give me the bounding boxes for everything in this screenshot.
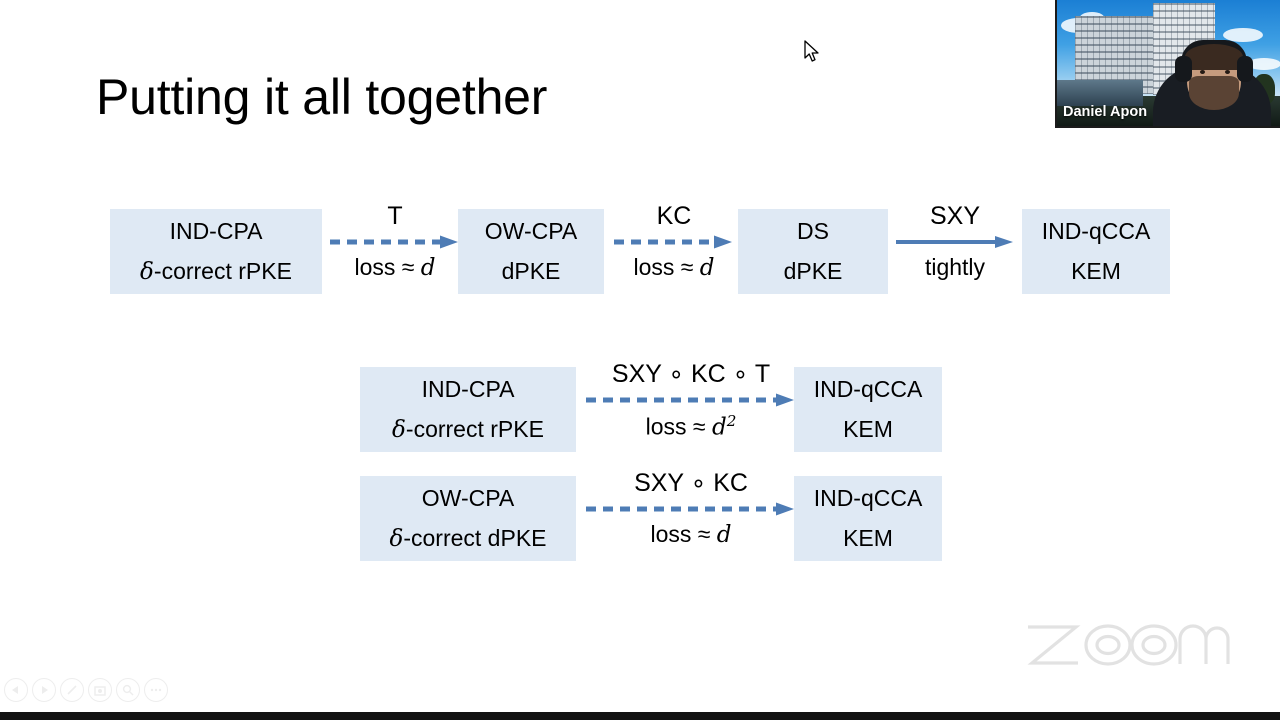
triangle-left-icon — [12, 686, 18, 694]
node-line-2: KEM — [843, 409, 893, 450]
next-slide-button[interactable] — [32, 678, 56, 702]
arrow-loss-var: d — [420, 255, 436, 281]
page-title: Putting it all together — [96, 69, 548, 125]
transform-arrow-group: SXY tightly — [896, 204, 1014, 280]
arrow-top-label: KC — [656, 202, 692, 230]
headphone-earcup-icon — [1175, 56, 1192, 82]
arrow-bottom-label: loss ≈ d — [633, 256, 714, 280]
dashed-arrow-icon — [614, 235, 732, 249]
node-line-1: DS — [797, 217, 829, 244]
arrow-loss-var: d — [711, 414, 727, 441]
node-box: IND-qCCA KEM — [794, 367, 942, 452]
dashed-arrow-icon — [586, 502, 794, 516]
node-line-1: IND-qCCA — [813, 375, 923, 402]
dashed-arrow-icon — [586, 393, 794, 407]
delta-symbol: δ — [389, 526, 404, 552]
node-line-1: IND-qCCA — [1041, 217, 1151, 244]
transform-arrow-group: SXY ∘ KC loss ≈ d — [586, 471, 796, 547]
pen-icon — [67, 685, 77, 695]
node-line-2: KEM — [1071, 251, 1121, 292]
more-options-button[interactable] — [144, 678, 168, 702]
search-icon — [122, 684, 134, 696]
node-box: OW-CPA δ-correct dPKE — [360, 476, 576, 561]
node-line-1: IND-CPA — [421, 375, 515, 402]
node-line-2: KEM — [843, 518, 893, 559]
arrow-top-label: T — [387, 202, 403, 230]
transform-arrow-group: T loss ≈ d — [330, 204, 460, 280]
participant-name-label: Daniel Apon — [1063, 104, 1148, 120]
presenter-eye — [1200, 70, 1205, 74]
delta-symbol: δ — [392, 417, 406, 443]
arrow-bottom-label: tightly — [925, 256, 985, 280]
node-line-1: OW-CPA — [484, 217, 578, 244]
node-line-2: δ-correct rPKE — [392, 409, 544, 450]
ellipsis-icon — [150, 688, 162, 692]
node-line-2-text: -correct rPKE — [153, 258, 292, 284]
presenter-hair — [1185, 44, 1243, 70]
node-line-1: IND-CPA — [169, 217, 263, 244]
node-box: IND-qCCA KEM — [794, 476, 942, 561]
presenter-eye — [1225, 70, 1230, 74]
annotation-toolbar[interactable] — [4, 678, 168, 702]
arrow-loss-var: d — [699, 255, 715, 281]
node-line-1: IND-qCCA — [813, 484, 923, 511]
node-line-2: δ-correct rPKE — [140, 251, 292, 292]
node-box: DS dPKE — [738, 209, 888, 294]
node-line-2: δ-correct dPKE — [389, 518, 546, 559]
arrow-top-label: SXY ∘ KC ∘ T — [611, 360, 771, 388]
arrow-bottom-label: loss ≈ d2 — [645, 412, 737, 441]
triangle-right-icon — [42, 686, 48, 694]
screenshot-button[interactable] — [88, 678, 112, 702]
arrow-top-label: SXY ∘ KC — [634, 469, 748, 497]
presenter-video-tile[interactable]: Daniel Apon — [1055, 0, 1280, 128]
magnify-button[interactable] — [116, 678, 140, 702]
glass-facade-shape — [1057, 80, 1143, 106]
node-line-2-text: dPKE — [783, 258, 843, 284]
node-line-2-text: dPKE — [501, 258, 561, 284]
transform-arrow-group: KC loss ≈ d — [614, 204, 734, 280]
arrow-loss-text: loss ≈ — [354, 254, 421, 280]
transform-arrow-group: SXY ∘ KC ∘ T loss ≈ d2 — [586, 362, 796, 440]
zoom-logo-icon — [1027, 624, 1230, 666]
node-box: IND-CPA δ-correct rPKE — [110, 209, 322, 294]
node-box: IND-CPA δ-correct rPKE — [360, 367, 576, 452]
arrow-loss-text: loss ≈ — [650, 521, 717, 547]
arrow-bottom-label: loss ≈ d — [354, 256, 435, 280]
arrow-top-label: SXY — [929, 202, 981, 230]
headset-icon — [1181, 40, 1247, 62]
solid-arrow-icon — [896, 236, 1013, 248]
node-line-2-text: KEM — [1071, 258, 1121, 284]
node-line-1: OW-CPA — [421, 484, 515, 511]
headphone-earcup-icon — [1237, 56, 1253, 82]
node-line-2-text: KEM — [843, 416, 893, 442]
node-box: OW-CPA dPKE — [458, 209, 604, 294]
delta-symbol: δ — [140, 259, 154, 285]
node-line-2: dPKE — [502, 251, 561, 292]
dashed-arrow-icon — [330, 235, 458, 249]
arrow-loss-text: loss ≈ — [633, 254, 700, 280]
previous-slide-button[interactable] — [4, 678, 28, 702]
arrow-bottom-label: loss ≈ d — [650, 523, 731, 547]
zoom-watermark — [1024, 609, 1232, 676]
arrow-loss-var: d — [716, 522, 732, 548]
annotate-pen-button[interactable] — [60, 678, 84, 702]
bottom-black-bar — [0, 712, 1280, 720]
cloud-shape — [1247, 58, 1280, 70]
node-line-2: dPKE — [784, 251, 843, 292]
node-line-2-text: -correct dPKE — [403, 525, 547, 551]
presenter-beard — [1189, 76, 1239, 110]
arrow-loss-exponent: 2 — [726, 412, 737, 430]
node-box: IND-qCCA KEM — [1022, 209, 1170, 294]
node-line-2-text: -correct rPKE — [405, 416, 544, 442]
arrow-loss-text: tightly — [924, 254, 986, 280]
arrow-loss-text: loss ≈ — [645, 413, 712, 440]
node-line-2-text: KEM — [843, 525, 893, 551]
cloud-shape — [1223, 28, 1263, 42]
camera-icon — [94, 685, 106, 696]
